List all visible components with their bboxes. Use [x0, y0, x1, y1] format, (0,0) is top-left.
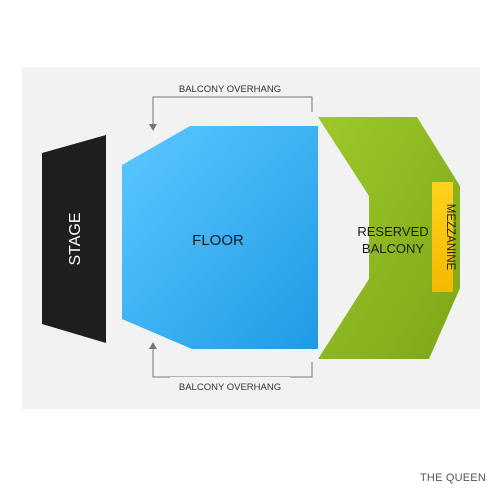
stage-section[interactable] — [42, 135, 106, 343]
arrow-up-icon — [149, 342, 157, 349]
reserved-balcony-label-line2: BALCONY — [362, 241, 424, 256]
arrow-down-icon — [149, 124, 157, 131]
reserved-balcony-section[interactable] — [318, 117, 460, 359]
balcony-overhang-top-indicator — [152, 96, 313, 125]
floor-section[interactable] — [122, 126, 318, 349]
mezzanine-section[interactable] — [432, 182, 453, 292]
mezzanine-label: MEZZANINE — [444, 204, 456, 271]
reserved-balcony-label-line1: RESERVED — [357, 224, 428, 239]
stage-label: STAGE — [67, 212, 84, 265]
venue-name: THE QUEEN — [420, 472, 486, 484]
floor-label: FLOOR — [192, 232, 244, 249]
balcony-overhang-top-label: BALCONY OVERHANG — [179, 84, 281, 95]
balcony-overhang-bottom-label: BALCONY OVERHANG — [179, 382, 281, 393]
